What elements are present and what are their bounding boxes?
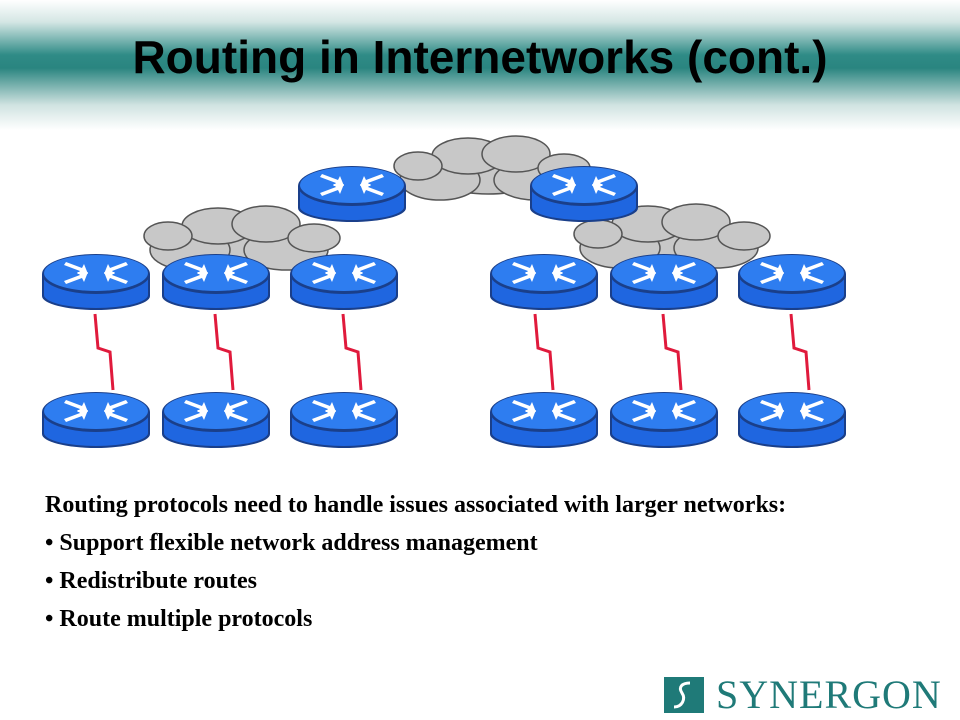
router-icon: [610, 392, 718, 448]
serial-link: [661, 313, 683, 391]
bullet-item: • Route multiple protocols: [45, 606, 313, 632]
body-text: Routing protocols need to handle issues …: [45, 486, 915, 638]
router-icon: [490, 392, 598, 448]
serial-link: [93, 313, 115, 391]
bullet-text: Redistribute routes: [59, 568, 257, 594]
router-icon: [738, 392, 846, 448]
slide-title: Routing in Internetworks (cont.): [132, 31, 828, 83]
logo-text: SYNERGON: [716, 672, 942, 717]
router-icon: [738, 254, 846, 310]
bullet-item: • Support flexible network address manag…: [45, 530, 538, 556]
router-icon: [162, 254, 270, 310]
router-icon: [530, 166, 638, 222]
router-icon: [42, 392, 150, 448]
serial-links: [93, 313, 811, 391]
intro-text: Routing protocols need to handle issues …: [45, 492, 787, 518]
bullet-item: • Redistribute routes: [45, 568, 257, 594]
serial-link: [789, 313, 811, 391]
serial-link: [213, 313, 235, 391]
synergon-s-icon: [664, 677, 704, 713]
serial-link: [341, 313, 363, 391]
router-icon: [610, 254, 718, 310]
serial-link: [533, 313, 555, 391]
router-icon: [290, 392, 398, 448]
router-icon: [42, 254, 150, 310]
synergon-logo: SYNERGON: [664, 674, 949, 716]
bullet-text: Route multiple protocols: [59, 606, 313, 632]
title-band: [0, 0, 960, 130]
router-icon: [490, 254, 598, 310]
router-icon: [290, 254, 398, 310]
router-icon: [162, 392, 270, 448]
network-diagram: [42, 135, 846, 448]
router-icon: [298, 166, 406, 222]
bullet-text: Support flexible network address managem…: [59, 530, 538, 556]
